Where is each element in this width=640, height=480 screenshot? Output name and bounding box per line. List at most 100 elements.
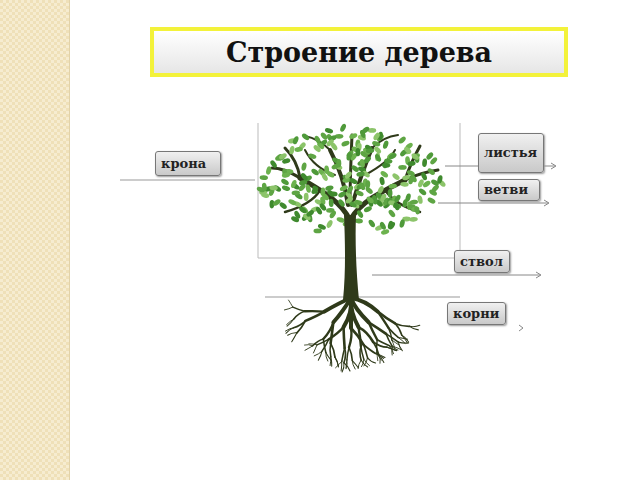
leaf xyxy=(346,152,353,161)
part-label: корни xyxy=(453,306,500,322)
leaf xyxy=(292,135,300,145)
root xyxy=(287,319,294,326)
leaf xyxy=(337,191,347,199)
branch xyxy=(272,168,300,178)
root xyxy=(314,351,322,355)
leaf xyxy=(300,172,309,182)
root xyxy=(304,345,312,346)
leaf xyxy=(355,148,360,156)
root xyxy=(336,361,342,367)
leaf xyxy=(310,168,320,177)
root xyxy=(347,347,349,360)
leaf xyxy=(397,136,406,145)
leaf xyxy=(326,208,335,213)
title: Строение дерева xyxy=(226,37,492,68)
leaf xyxy=(407,160,416,166)
leaf xyxy=(374,153,382,163)
leaf xyxy=(261,192,270,199)
root xyxy=(329,343,331,357)
root xyxy=(378,312,389,328)
leaf xyxy=(293,210,301,220)
leaf xyxy=(289,146,296,155)
leaf xyxy=(294,146,303,152)
part-label: ствол xyxy=(460,254,504,270)
root xyxy=(329,327,344,339)
leaf xyxy=(427,167,436,176)
root xyxy=(349,328,351,347)
root xyxy=(364,345,368,358)
root xyxy=(331,343,335,357)
leaf xyxy=(331,162,341,170)
leaf xyxy=(291,190,300,195)
leaf xyxy=(393,201,401,211)
root xyxy=(351,298,378,312)
root xyxy=(288,333,297,335)
label-box: ветви xyxy=(478,179,540,201)
leaf xyxy=(387,221,396,231)
leaf xyxy=(278,201,288,210)
leaf xyxy=(387,209,396,219)
root xyxy=(289,300,293,307)
leaf xyxy=(379,176,385,185)
title-box: Строение дерева xyxy=(150,27,568,77)
root xyxy=(398,337,405,343)
leaf xyxy=(361,126,371,135)
root xyxy=(293,307,305,311)
leaf xyxy=(326,219,334,229)
leaf xyxy=(324,127,333,134)
leaf xyxy=(365,180,370,189)
leaf xyxy=(269,185,278,190)
root xyxy=(330,357,332,367)
leaf xyxy=(384,158,393,164)
leaf xyxy=(308,153,317,160)
leaf xyxy=(337,198,346,208)
leaf xyxy=(366,148,375,153)
root xyxy=(305,312,324,321)
root xyxy=(379,355,381,364)
leaf xyxy=(305,184,312,193)
root xyxy=(287,319,294,324)
root xyxy=(317,339,328,344)
leaf xyxy=(400,182,409,187)
root xyxy=(346,360,347,368)
leaf xyxy=(382,140,389,150)
leaf xyxy=(371,140,380,147)
leaf xyxy=(310,185,319,195)
label-box: ствол xyxy=(454,250,510,273)
leaf xyxy=(379,221,387,231)
root xyxy=(392,340,395,348)
root xyxy=(335,357,338,366)
root xyxy=(286,328,294,334)
leaf xyxy=(405,193,412,202)
leaf xyxy=(320,187,325,196)
root xyxy=(324,298,351,312)
branch xyxy=(350,180,405,220)
leaf xyxy=(280,178,290,187)
leaf xyxy=(350,164,360,173)
root xyxy=(358,360,361,368)
root xyxy=(373,342,379,354)
leaf xyxy=(349,177,359,185)
root xyxy=(387,347,397,350)
root xyxy=(362,359,364,367)
root xyxy=(364,359,370,366)
leaf xyxy=(422,180,432,189)
leaf xyxy=(281,172,290,178)
leaf xyxy=(314,229,322,234)
leaf xyxy=(287,198,297,206)
label-box: листья xyxy=(478,133,544,173)
leaf xyxy=(329,191,338,196)
leaf xyxy=(346,185,355,195)
leaf xyxy=(341,140,351,148)
leaf xyxy=(359,159,365,168)
leaf xyxy=(413,206,420,215)
leaf xyxy=(403,146,412,155)
leaf xyxy=(298,206,308,215)
side-strip xyxy=(0,0,70,480)
leaf xyxy=(355,190,365,198)
root xyxy=(387,347,396,350)
part-label: листья xyxy=(484,145,538,161)
leaf xyxy=(262,183,268,192)
leaf xyxy=(409,199,418,205)
leaf xyxy=(367,219,376,229)
